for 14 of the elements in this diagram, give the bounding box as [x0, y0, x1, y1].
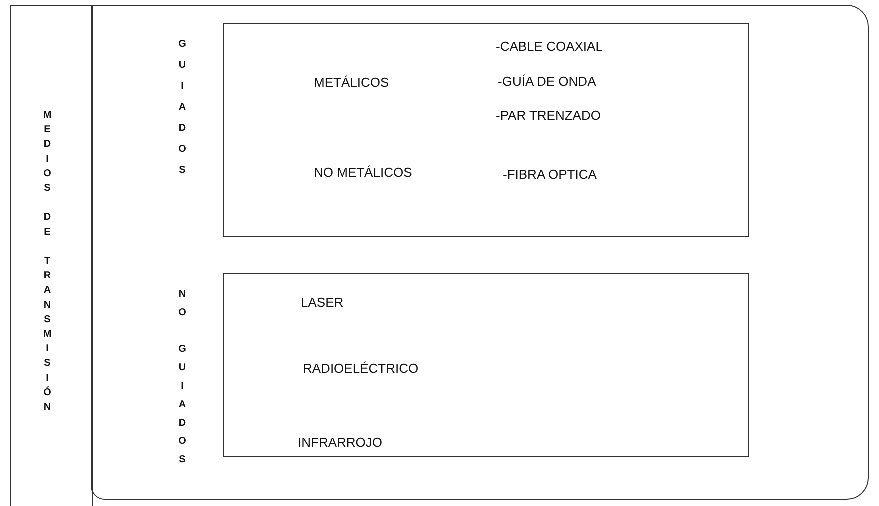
list-item: LASER — [301, 295, 344, 310]
vertical-title: MEDIOS DE TRANSMISIÓN — [41, 110, 53, 417]
vertical-heading: NO GUIADOS — [176, 289, 188, 473]
list-item: INFRARROJO — [298, 435, 382, 450]
list-item: -FIBRA OPTICA — [503, 167, 597, 182]
category-label: METÁLICOS — [314, 75, 390, 90]
list-item: RADIOELÉCTRICO — [303, 361, 419, 376]
outer-frame — [91, 5, 869, 500]
list-item: -PAR TRENZADO — [496, 108, 601, 123]
side-band — [10, 5, 93, 506]
vertical-heading: GUIADOS — [176, 39, 188, 186]
category-label: NO METÁLICOS — [314, 165, 412, 180]
list-item: -CABLE COAXIAL — [496, 39, 603, 54]
list-item: -GUÍA DE ONDA — [498, 74, 596, 89]
